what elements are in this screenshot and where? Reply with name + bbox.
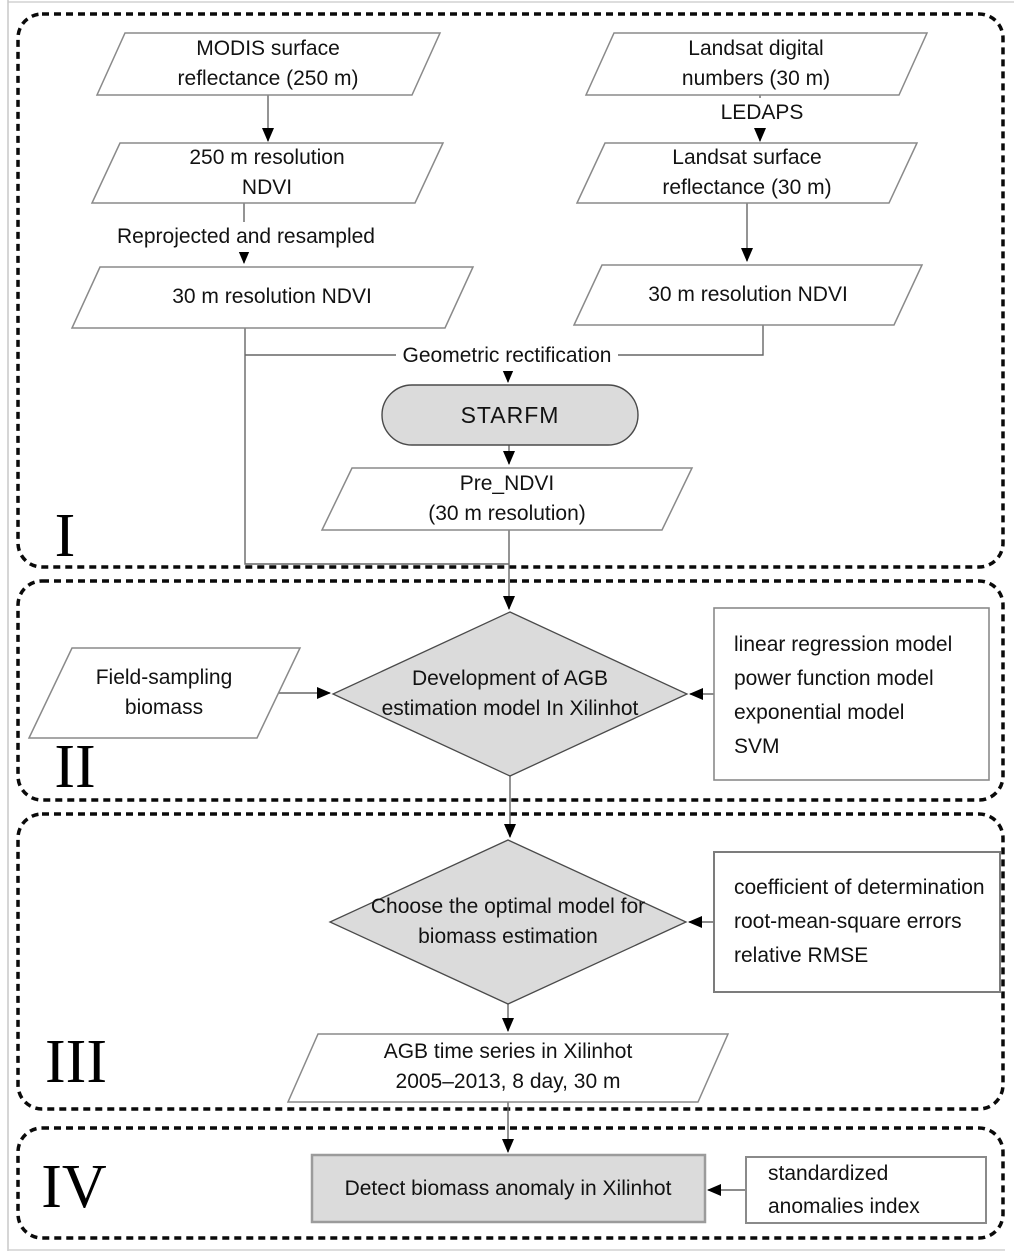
starfm-label: STARFM [460,402,560,428]
eval-metrics-label: coefficient of determination root-mean-s… [734,876,985,967]
agb-series-label: AGB time series in Xilinhot 2005–2013, 8… [383,1040,633,1093]
ndvi30-left-parallelogram [70,266,475,329]
dev-agb-model-diamond [331,611,689,777]
eval-metrics-rect [713,851,1001,993]
choose-model-label: Choose the optimal model for biomass est… [370,895,646,948]
agb-series-parallelogram [286,1033,730,1103]
landsat-dn-label: Landsat digital numbers (30 m) [681,37,831,90]
field-sampling-parallelogram [27,647,302,739]
ndvi250-parallelogram [90,142,445,204]
pre-ndvi-label: Pre_NDVI (30 m resolution) [428,472,586,525]
detect-anomaly-rect [310,1153,707,1224]
ndvi30-right-parallelogram [572,264,924,326]
section-i-border [16,12,1005,569]
section-i-numeral: I [54,502,76,570]
section-iv-numeral: IV [41,1153,107,1221]
pre-ndvi-parallelogram [320,467,694,531]
sai-rect [745,1156,987,1224]
modis-parallelogram [95,32,442,96]
field-sampling-label: Field-sampling biomass [95,666,233,719]
edge-ndvi30right-to-geometric [618,325,764,356]
ledaps-edge-label: LEDAPS [716,98,808,128]
candidate-models-label: linear regression model power function m… [734,633,953,758]
ndvi30-right-label: 30 m resolution NDVI [648,283,848,306]
dev-agb-model-label: Development of AGB estimation model In X… [381,667,639,720]
modis-label: MODIS surface reflectance (250 m) [177,37,359,90]
sai-label: standardized anomalies index [768,1162,920,1218]
ndvi250-label: 250 m resolution NDVI [189,146,345,199]
detect-anomaly-label: Detect biomass anomaly in Xilinhot [344,1177,672,1200]
section-iv-border [16,1126,1005,1240]
reprojected-edge-label: Reprojected and resampled [113,222,379,252]
ndvi30-left-label: 30 m resolution NDVI [172,285,372,308]
landsat-dn-parallelogram [584,32,929,96]
starfm-stadium [381,384,639,446]
candidate-models-rect [713,607,990,781]
geometric-edge-label: Geometric rectification [398,341,616,371]
section-ii-border [16,579,1005,802]
choose-model-diamond [328,839,688,1005]
edge-ndvi30left-bypass [244,328,509,565]
landsat-sr-label: Landsat surface reflectance (30 m) [662,146,832,199]
section-ii-numeral: II [54,733,96,801]
landsat-sr-parallelogram [575,142,919,204]
section-iii-numeral: III [45,1028,107,1096]
